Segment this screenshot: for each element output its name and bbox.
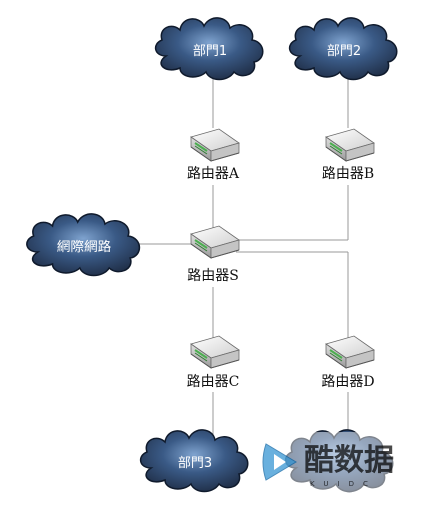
cloud-dept1: 部門1	[154, 17, 264, 81]
router-d-label: 路由器D	[321, 374, 374, 390]
watermark-title: 酷数据	[304, 443, 394, 478]
watermark: 酷数据 KUIDC	[256, 432, 406, 492]
watermark-backdrop	[256, 432, 406, 492]
router-a-label: 路由器A	[187, 166, 240, 182]
router-icon	[325, 335, 375, 369]
router-a	[190, 128, 240, 162]
cloud-dept1-label: 部門1	[193, 44, 227, 59]
logo-play-icon	[262, 443, 297, 481]
router-s	[190, 225, 240, 259]
router-icon	[190, 335, 240, 369]
cloud-dept2: 部門2	[288, 17, 398, 81]
router-d	[325, 335, 375, 369]
router-c-label: 路由器C	[187, 374, 240, 390]
cloud-internet: 網際網路	[26, 213, 141, 277]
router-b	[325, 128, 375, 162]
router-icon	[190, 225, 240, 259]
cloud-internet-label: 網際網路	[57, 239, 112, 255]
cloud-dept2-label: 部門2	[327, 44, 361, 59]
router-b-label: 路由器B	[322, 166, 374, 182]
cloud-dept3-label: 部門3	[178, 456, 212, 471]
router-icon	[325, 128, 375, 162]
watermark-subtitle: KUIDC	[310, 480, 377, 488]
cloud-dept3: 部門3	[139, 429, 249, 493]
router-icon	[190, 128, 240, 162]
router-c	[190, 335, 240, 369]
router-s-label: 路由器S	[187, 268, 239, 284]
connection-lines	[138, 75, 349, 440]
